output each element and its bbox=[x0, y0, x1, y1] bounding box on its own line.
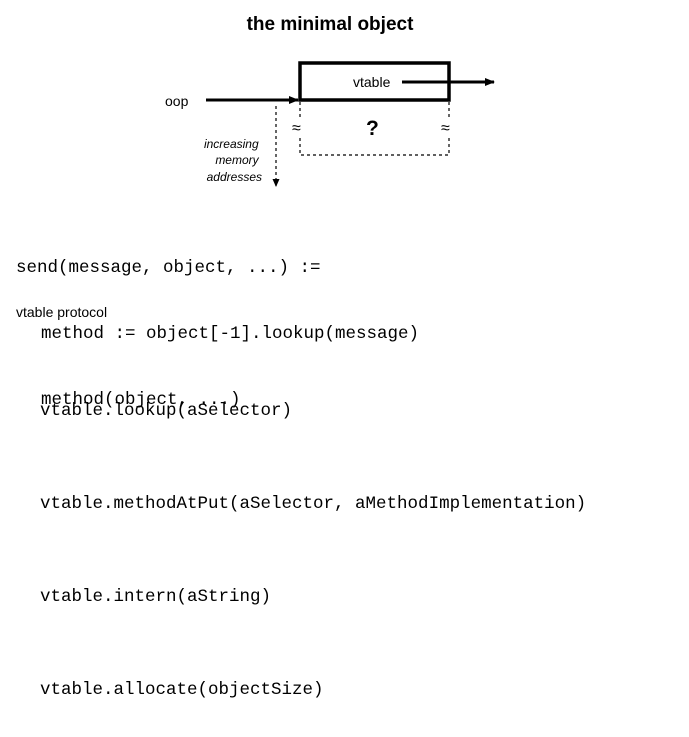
send-code-line-2: method := object[-1].lookup(message) bbox=[41, 324, 420, 344]
send-code-line-1: send(message, object, ...) := bbox=[16, 258, 321, 278]
address-note-line-1: increasing bbox=[204, 137, 259, 151]
page-title: the minimal object bbox=[246, 14, 414, 35]
unknown-contents-label: ? bbox=[366, 117, 379, 140]
protocol-method-list: vtable.lookup(aSelector) vtable.methodAt… bbox=[40, 334, 586, 737]
send-code-block: send(message, object, ...) := method := … bbox=[16, 213, 419, 433]
left-break-mark: ≈ bbox=[292, 120, 301, 137]
minimal-object-diagram: oop vtable ≈ ≈ ? increasing memory addre… bbox=[165, 61, 495, 187]
address-note-line-2: memory bbox=[215, 153, 259, 167]
protocol-method-methodatput: vtable.methodAtPut(aSelector, aMethodImp… bbox=[40, 494, 587, 514]
address-note-line-3: addresses bbox=[207, 170, 262, 184]
oop-label: oop bbox=[165, 93, 189, 109]
send-code-line-3: method(object, ...) bbox=[41, 390, 241, 410]
right-break-mark: ≈ bbox=[441, 120, 450, 137]
vtable-label: vtable bbox=[353, 74, 391, 90]
protocol-heading: vtable protocol bbox=[16, 304, 108, 320]
protocol-method-allocate: vtable.allocate(objectSize) bbox=[40, 680, 324, 700]
address-note: increasing memory addresses bbox=[204, 137, 262, 184]
protocol-method-lookup: vtable.lookup(aSelector) bbox=[40, 401, 293, 421]
protocol-method-intern: vtable.intern(aString) bbox=[40, 587, 272, 607]
object-body-outline bbox=[299, 138, 450, 156]
